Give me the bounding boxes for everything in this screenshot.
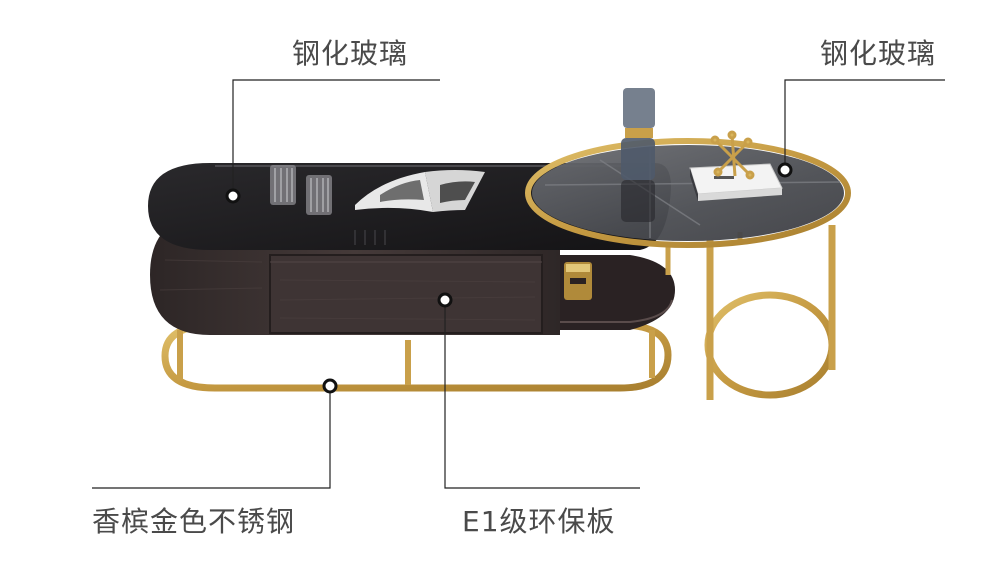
callout-marker (777, 162, 793, 178)
open-magazine (355, 170, 485, 212)
gold-sculpture (710, 130, 755, 180)
callout-marker (225, 188, 241, 204)
callout-marker (437, 292, 453, 308)
gold-candle-jar (564, 262, 592, 300)
oval-lower-shelf (540, 255, 675, 330)
round-gold-frame (525, 138, 851, 248)
callout-bottom-right (444, 300, 640, 489)
callout-bottom-left (92, 388, 331, 489)
drinking-glass (270, 165, 296, 205)
callout-top-right (784, 79, 945, 170)
label-champagne-gold-steel: 香槟金色不锈钢 (92, 505, 296, 538)
round-smoked-glass-top (532, 145, 844, 241)
drawer-front (269, 254, 543, 334)
oval-gold-base-ring (161, 321, 672, 392)
glass-vase (621, 88, 655, 222)
label-e1-eco-board: E1级环保板 (462, 505, 616, 538)
oval-coffee-table (148, 163, 675, 392)
callout-top-left (232, 79, 440, 196)
label-top-right-tempered-glass: 钢化玻璃 (820, 37, 937, 70)
drinking-glass (306, 175, 332, 215)
label-top-left-tempered-glass: 钢化玻璃 (292, 37, 409, 70)
round-side-table (525, 88, 851, 400)
round-gold-base-ring (704, 291, 836, 399)
callout-marker (322, 378, 338, 394)
book-stack (689, 163, 783, 201)
